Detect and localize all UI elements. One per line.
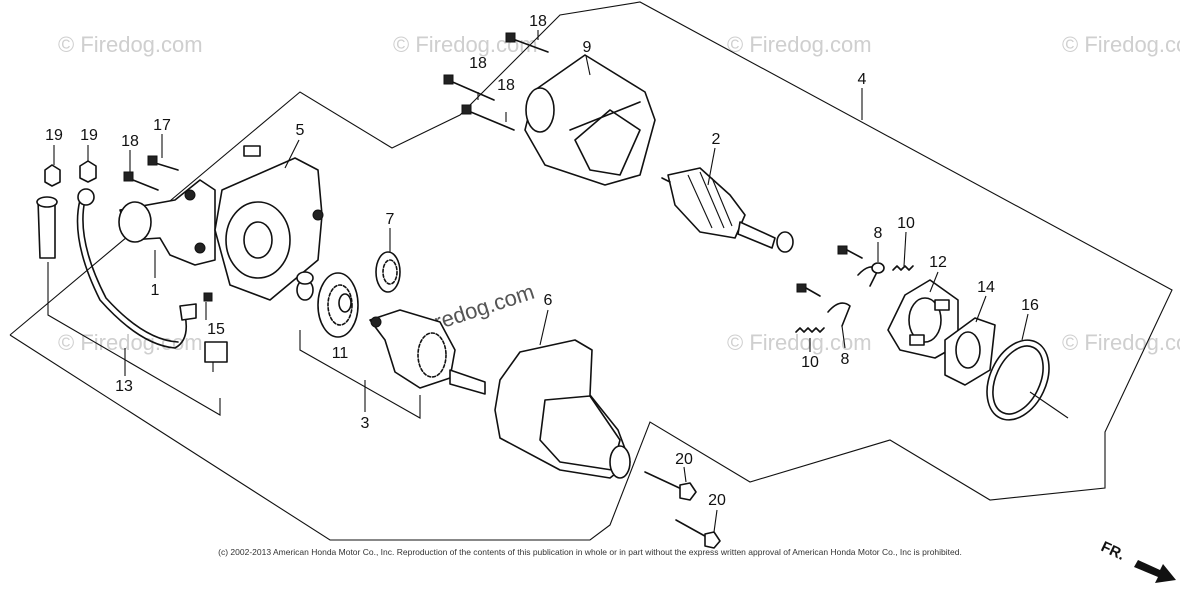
assembly-outline [9, 1, 1173, 541]
housing-part-5 [214, 145, 324, 301]
callout-9: 9 [583, 39, 592, 56]
callout-8-lower: 8 [841, 351, 850, 368]
screw-part-8-lower [796, 283, 851, 327]
screw-part-8-upper [837, 245, 885, 287]
watermark-text-center: redog.com [431, 279, 538, 335]
watermark-text: © Firedog.com [1062, 330, 1180, 355]
callout-18-left: 18 [121, 133, 139, 150]
callout-17: 17 [153, 117, 171, 134]
arrow-icon [1134, 560, 1176, 583]
terminal-part-15 [179, 292, 228, 372]
armature-part-2 [661, 167, 794, 253]
callout-18-top: 18 [529, 13, 547, 30]
plate-part-14 [944, 317, 996, 386]
front-housing-part-6 [494, 339, 631, 479]
callout-12: 12 [929, 254, 947, 271]
callout-16: 16 [1021, 297, 1039, 314]
drive-assembly-part-3 [369, 309, 486, 395]
spring-part-10-upper [892, 265, 914, 271]
bolt-part-18-mid [443, 74, 495, 101]
yoke-part-9 [524, 54, 656, 186]
washer-part [296, 271, 314, 285]
callout-5: 5 [296, 122, 305, 139]
bolt-part-20-upper [644, 471, 697, 501]
bolt-part-20-lower [675, 519, 721, 549]
callout-10-lower: 10 [801, 354, 819, 371]
callout-10-upper: 10 [897, 215, 915, 232]
spring-part-10-lower [795, 327, 825, 333]
bolt-part-18-top [505, 32, 549, 53]
watermark-text: © Firedog.com [1062, 32, 1180, 57]
callout-20-upper: 20 [675, 451, 693, 468]
callout-2: 2 [712, 131, 721, 148]
callout-18-mid: 18 [469, 55, 487, 72]
brush-holder-part-12 [887, 279, 959, 359]
copyright-notice: (c) 2002-2013 American Honda Motor Co., … [218, 547, 962, 557]
nut-part-19 [44, 160, 97, 187]
callout-8-upper: 8 [874, 225, 883, 242]
bracket-13 [47, 262, 221, 416]
callout-6: 6 [544, 292, 553, 309]
callout-14: 14 [977, 279, 995, 296]
callout-1: 1 [151, 282, 160, 299]
callout-19-left: 19 [45, 127, 63, 144]
callout-4: 4 [858, 71, 867, 88]
callout-7: 7 [386, 211, 395, 228]
callout-11: 11 [332, 345, 349, 362]
callout-13: 13 [115, 378, 133, 395]
cable-part-13 [36, 188, 188, 349]
bracket-3 [299, 330, 421, 419]
bolt-part-18-low [461, 104, 515, 131]
watermark-text: © Firedog.com [393, 32, 538, 57]
gear-part-7 [375, 251, 401, 293]
callout-3: 3 [361, 415, 370, 432]
callout-19-right: 19 [80, 127, 98, 144]
solenoid-part-1 [118, 179, 216, 278]
bolt-part-17 [147, 155, 179, 171]
leader-lines [53, 30, 1029, 533]
callout-20-lower: 20 [708, 492, 726, 509]
seal-ring-part-16 [986, 339, 1069, 421]
watermark-text: © Firedog.com [727, 32, 872, 57]
callout-labels: 1 2 3 4 5 6 7 8 8 9 10 10 11 12 13 14 15… [45, 13, 1039, 509]
callout-18-low: 18 [497, 77, 515, 94]
bolt-part-18-left [123, 171, 159, 191]
front-direction-indicator: FR. [1098, 538, 1176, 583]
gear-part-11 [317, 272, 359, 338]
callout-15: 15 [207, 321, 225, 338]
watermark-text: © Firedog.com [727, 330, 872, 355]
watermark-text: © Firedog.com [58, 32, 203, 57]
